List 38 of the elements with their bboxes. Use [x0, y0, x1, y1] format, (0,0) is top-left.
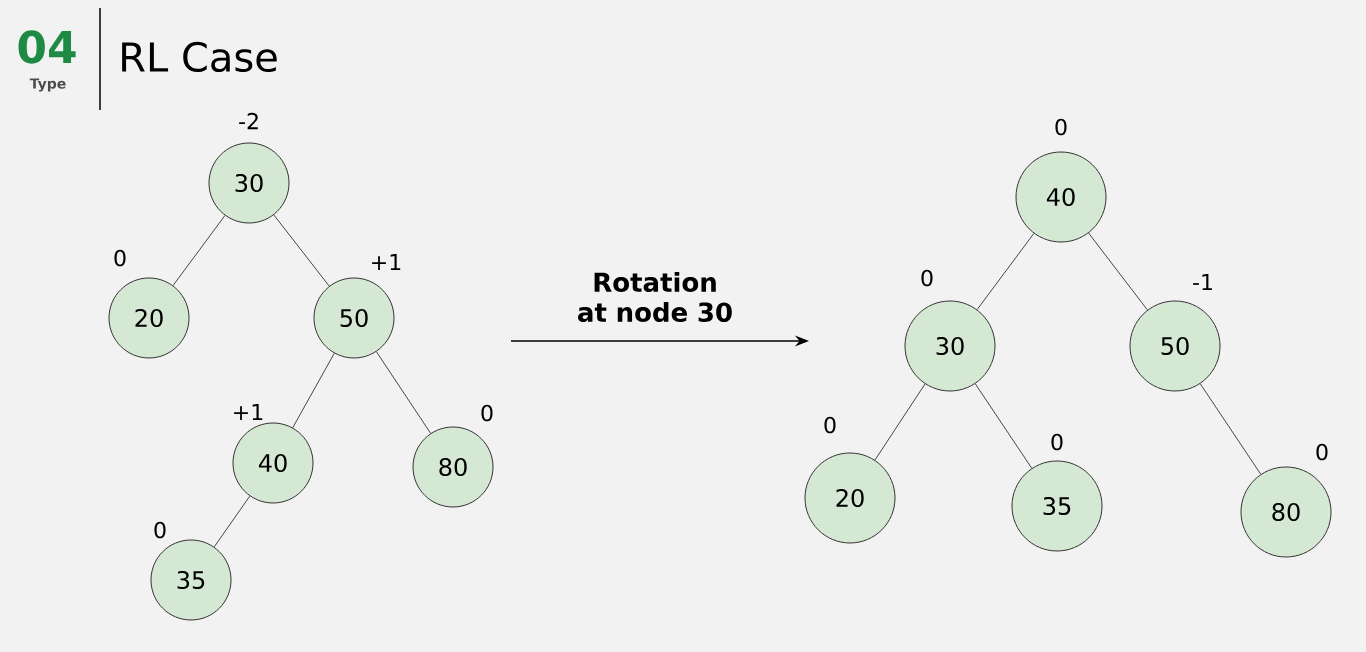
balance-factor: 0 — [1316, 443, 1328, 461]
tree-node: 40 — [1015, 151, 1107, 243]
tree-edge — [874, 383, 926, 461]
number-label: 04 — [18, 30, 76, 64]
tree-node: 30 — [904, 300, 996, 392]
tree-node: 20 — [108, 277, 190, 359]
balance-factor: 0 — [481, 404, 493, 422]
arrow-caption: Rotation at node 30 — [578, 271, 732, 323]
balance-factor: 0 — [1055, 118, 1067, 136]
tree-node: 50 — [313, 277, 395, 359]
balance-factor: 0 — [114, 249, 126, 267]
tree-node: 40 — [232, 422, 314, 504]
balance-factor: 0 — [824, 416, 836, 434]
tree-edge — [172, 215, 226, 286]
tree-node: 35 — [1011, 460, 1103, 552]
balance-factor: 0 — [1051, 433, 1063, 451]
tree-node: 20 — [804, 452, 896, 544]
title: RL Case — [122, 41, 277, 73]
tree-node: 80 — [1240, 466, 1332, 558]
tree-edge — [974, 383, 1033, 469]
balance-factor: 0 — [921, 269, 933, 287]
tree-node: 50 — [1129, 300, 1221, 392]
balance-factor: -2 — [239, 112, 258, 130]
tree-edge — [292, 352, 335, 429]
tree-node: 35 — [150, 539, 232, 621]
caption-label: Type — [29, 78, 66, 92]
tree-edge — [273, 214, 330, 287]
balance-factor: -1 — [1193, 273, 1212, 290]
tree-node: 30 — [208, 142, 290, 224]
tree-edge — [375, 351, 432, 434]
tree-edge — [1199, 383, 1262, 475]
balance-factor: +1 — [372, 253, 401, 270]
balance-factor: 0 — [154, 521, 166, 539]
tree-edge — [1088, 232, 1148, 311]
tree-node: 80 — [412, 426, 494, 508]
tree-edge — [976, 233, 1035, 310]
balance-factor: +1 — [234, 403, 263, 420]
tree-edge — [213, 495, 251, 548]
